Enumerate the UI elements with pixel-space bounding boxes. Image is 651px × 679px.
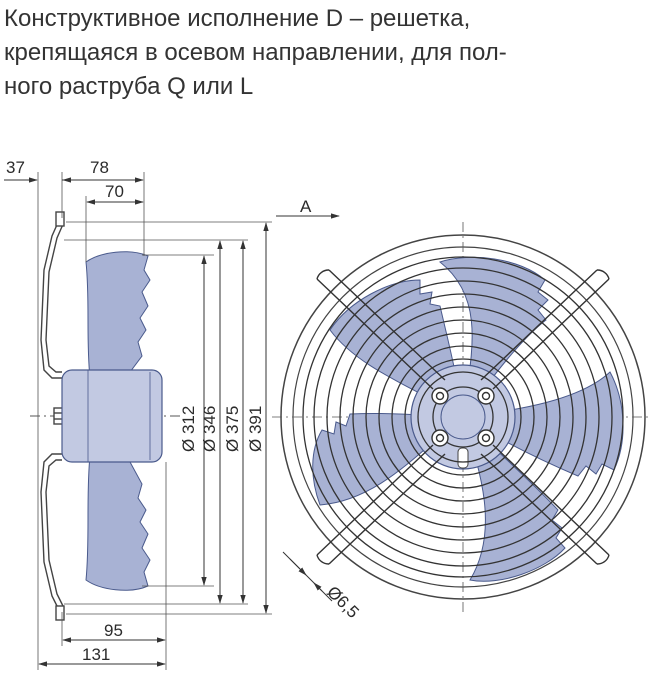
dim-78: 78 [90, 158, 109, 177]
dim-131: 131 [82, 645, 110, 664]
hub-side [61, 369, 163, 463]
view-arrow-a-label: A [300, 197, 312, 216]
side-view: 37 78 70 Ø 312 Ø 346 Ø 375 Ø 391 95 131 … [4, 158, 340, 670]
guard-rings [302, 256, 624, 578]
mounting-bolts [431, 387, 495, 447]
diagram-title: Конструктивное исполнение D – решетка, к… [4, 2, 644, 104]
dim-dia-346: Ø 346 [200, 406, 219, 452]
dim-95: 95 [104, 621, 123, 640]
dim-70: 70 [105, 182, 124, 201]
blade-side [85, 251, 151, 591]
guard-struts [316, 269, 610, 565]
front-view: Ø6,5 [272, 222, 651, 622]
dim-dia-375: Ø 375 [223, 406, 242, 452]
dim-dia-391: Ø 391 [246, 406, 265, 452]
title-line-3: ного раструба Q или L [4, 73, 254, 100]
title-line-1: Конструктивное исполнение D – решетка, [4, 5, 471, 32]
dim-hole-dia: Ø6,5 [323, 582, 362, 621]
dim-37: 37 [6, 158, 25, 177]
cable-outlet [457, 447, 469, 469]
guard-profile [40, 211, 65, 621]
dim-dia-312: Ø 312 [179, 406, 198, 452]
title-line-2: крепящаяся в осевом направлении, для пол… [4, 39, 507, 66]
